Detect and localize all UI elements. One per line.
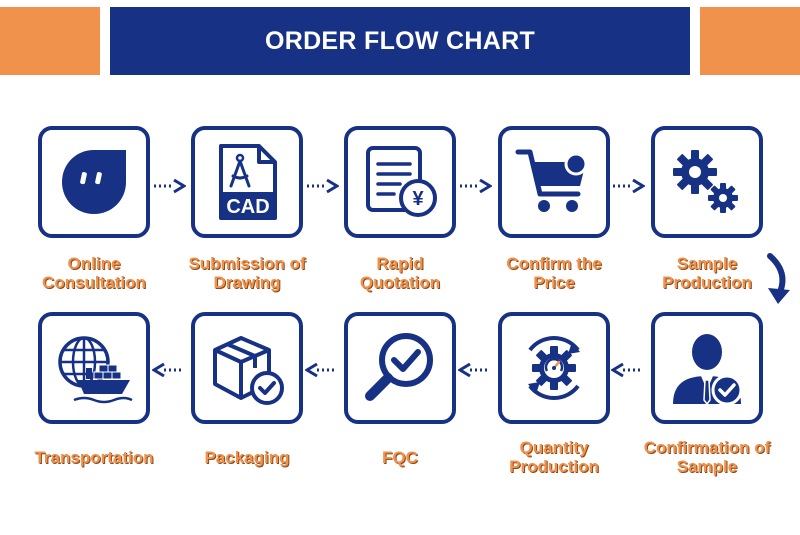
step-label-line2: Production	[662, 273, 752, 292]
arrow-right	[613, 178, 645, 194]
orange-banner-right	[700, 7, 800, 75]
arrow-down-curved	[767, 253, 790, 304]
step-card: CAD	[191, 126, 303, 238]
step-card	[38, 126, 150, 238]
step-label-line1: Rapid	[376, 254, 424, 273]
arrow-right	[307, 178, 339, 194]
title-banner: ORDER FLOW CHART	[110, 7, 690, 75]
arrow-left	[305, 362, 337, 378]
cad-file-icon: CAD	[219, 144, 277, 220]
quotation-document-icon: ¥	[366, 146, 437, 217]
step-label-line2: Drawing	[213, 273, 281, 292]
globe-ship-icon	[58, 336, 133, 404]
step-card	[344, 312, 456, 424]
step-label-line1: FQC	[382, 448, 418, 467]
step-card	[38, 312, 150, 424]
gears-icon	[673, 150, 738, 213]
step-label-line1: Confirm the	[506, 254, 602, 273]
arrow-left	[458, 362, 490, 378]
step-label-line1: Submission of	[188, 254, 306, 273]
step-label-line1: Confirmation of	[643, 438, 771, 457]
step-label-line1: Packaging	[204, 448, 290, 467]
step-card: ¥	[344, 126, 456, 238]
step-label-line1: Online	[67, 254, 121, 273]
production-gear-icon	[528, 336, 580, 400]
step-label-line2: Sample	[676, 457, 738, 476]
page-title: ORDER FLOW CHART	[264, 26, 536, 55]
step-label-line2: Consultation	[42, 273, 146, 292]
box-check-icon	[213, 336, 284, 405]
arrow-left	[611, 362, 643, 378]
step-label-line1: Quantity	[519, 438, 589, 457]
step-card	[651, 126, 763, 238]
step-label-line2: Price	[533, 273, 575, 292]
arrow-left	[152, 362, 184, 378]
yen-icon-text: ¥	[412, 188, 424, 210]
step-card	[191, 312, 303, 424]
step-card	[498, 126, 610, 238]
step-label-line2: Production	[509, 457, 599, 476]
step-label-line1: Sample	[676, 254, 738, 273]
chat-bubble-icon	[62, 150, 126, 214]
step-label-line2: Quotation	[359, 273, 441, 292]
shopping-cart-icon	[515, 149, 588, 212]
user-check-icon	[673, 334, 743, 406]
magnifier-check-icon	[365, 333, 433, 401]
arrow-right	[154, 178, 186, 194]
step-card	[498, 312, 610, 424]
cad-icon-text: CAD	[226, 196, 269, 218]
arrow-right	[460, 178, 492, 194]
orange-banner-left	[0, 7, 100, 75]
step-card	[651, 312, 763, 424]
step-label-line1: Transportation	[34, 448, 154, 467]
